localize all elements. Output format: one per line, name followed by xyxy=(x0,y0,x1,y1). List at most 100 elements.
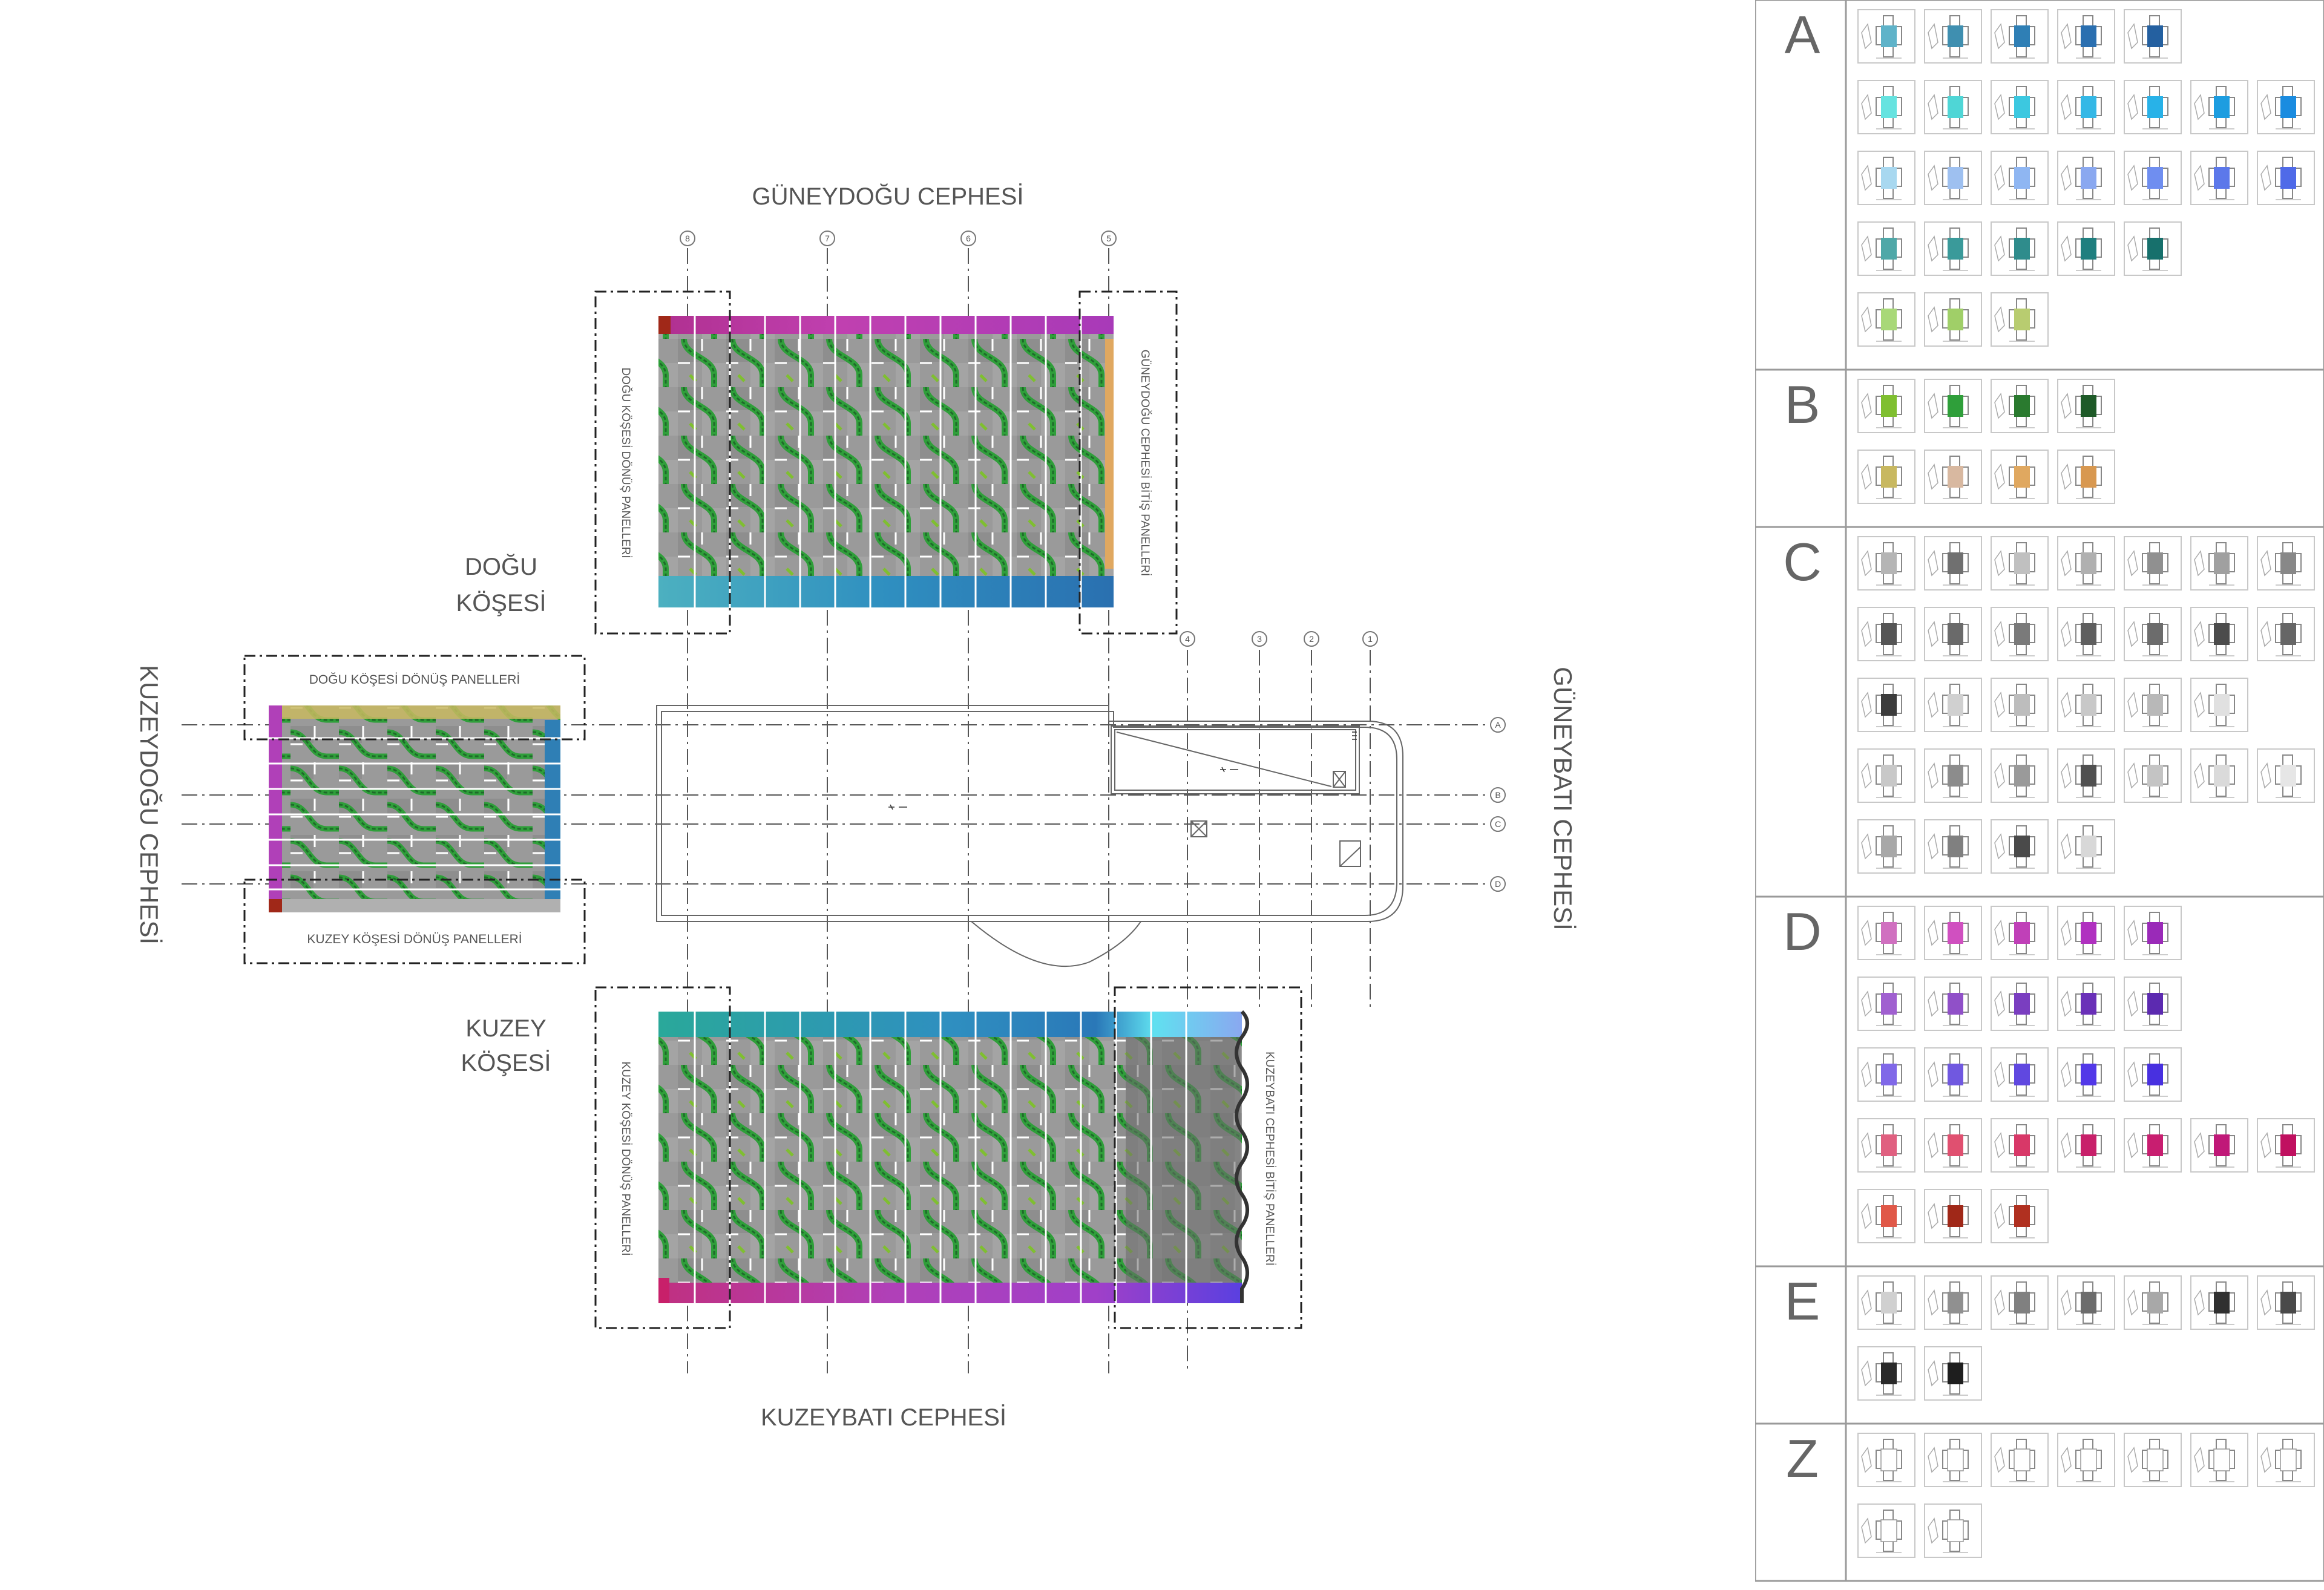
legend-panel-card xyxy=(2124,221,2182,276)
legend-panel-card xyxy=(2057,977,2115,1031)
legend-panel-swatch xyxy=(2280,765,2296,787)
legend-panel-card xyxy=(2124,1118,2182,1173)
legend-panel-card xyxy=(2057,748,2115,803)
legend-panel-swatch xyxy=(1948,623,1963,645)
legend-panel-swatch xyxy=(1881,466,1897,488)
legend-panel-swatch xyxy=(2214,1134,2230,1156)
legend-panel-swatch xyxy=(2080,1448,2097,1471)
legend-panel-swatch xyxy=(2081,395,2096,417)
legend-panel-card xyxy=(2057,80,2115,134)
legend-panel-swatch xyxy=(2147,1448,2164,1471)
east-corner-return-panels-label-horizontal: DOĞU KÖŞESİ DÖNÜŞ PANELLERİ xyxy=(309,673,520,687)
legend-panel-card xyxy=(1924,536,1982,591)
legend-panel-swatch xyxy=(2014,993,2030,1015)
row-label-a: A xyxy=(1495,720,1501,730)
legend-panel-swatch xyxy=(1881,309,1897,330)
legend-panel-card xyxy=(2257,1118,2315,1173)
legend-panel-swatch xyxy=(2147,96,2163,118)
legend-panel-card xyxy=(1857,906,1915,960)
legend-panel-card xyxy=(1991,748,2049,803)
legend-group-z: Z xyxy=(1755,1422,2324,1582)
legend-panel-swatch xyxy=(1948,466,1963,488)
legend-panel-swatch xyxy=(2014,466,2030,488)
legend-panel-swatch xyxy=(2147,765,2163,787)
legend-panel-card xyxy=(1924,906,1982,960)
legend-panel-card xyxy=(2257,536,2315,591)
column-label-2: 2 xyxy=(1309,634,1314,644)
legend-group-e: E xyxy=(1755,1265,2324,1425)
column-label-1: 1 xyxy=(1368,634,1373,644)
legend-panel-card xyxy=(1857,221,1915,276)
legend-panel-swatch xyxy=(2081,96,2096,118)
legend-group-d: D xyxy=(1755,895,2324,1268)
legend-group-c: C xyxy=(1755,526,2324,898)
legend-panel-swatch xyxy=(2214,552,2230,574)
legend-panel-card xyxy=(1924,221,1982,276)
legend-panel-card xyxy=(2257,151,2315,205)
legend-panel-swatch xyxy=(1948,1205,1963,1227)
legend-panel-card xyxy=(2190,536,2248,591)
legend-panel-swatch xyxy=(2147,993,2163,1015)
legend-panel-card xyxy=(1924,819,1982,874)
plan-annotation-marks xyxy=(888,731,1357,810)
legend-panel-swatch xyxy=(2081,1134,2096,1156)
legend-panel-card xyxy=(1924,292,1982,347)
legend-panel-swatch xyxy=(2147,1134,2163,1156)
east-corner-title-line1: DOĞU xyxy=(465,553,537,580)
legend-panel-card xyxy=(1924,1189,1982,1243)
legend-panel-card xyxy=(1857,1503,1915,1558)
legend-panel-swatch xyxy=(2147,694,2163,716)
legend-panel-card xyxy=(2057,9,2115,64)
legend-panel-swatch xyxy=(2147,552,2163,574)
legend-panel-swatch xyxy=(2213,1448,2230,1471)
legend-panel-card xyxy=(1857,819,1915,874)
legend-panel-swatch xyxy=(1948,765,1963,787)
legend-panel-swatch xyxy=(2214,623,2230,645)
legend-panel-card xyxy=(1991,151,2049,205)
legend-panel-card xyxy=(2057,819,2115,874)
legend-panel-swatch xyxy=(2014,1205,2030,1227)
legend-panel-swatch xyxy=(2214,96,2230,118)
legend-panel-swatch xyxy=(2081,623,2096,645)
row-label-b: B xyxy=(1495,790,1500,800)
legend-panel-swatch xyxy=(1948,1064,1963,1085)
legend-panel-card xyxy=(1924,1275,1982,1330)
legend-panel-card xyxy=(1857,1346,1915,1401)
legend-panel-card xyxy=(2124,607,2182,661)
east-corner-return-panels-label: DOĞU KÖŞESİ DÖNÜŞ PANELLERİ xyxy=(619,367,632,558)
legend-panel-swatch xyxy=(2014,922,2030,944)
legend-panel-swatch xyxy=(1948,238,1963,260)
legend-panel-card xyxy=(2257,1275,2315,1330)
legend-panel-card xyxy=(2057,151,2115,205)
legend-panel-card xyxy=(2057,1275,2115,1330)
legend-panel-card xyxy=(2057,1118,2115,1173)
legend-panel-card xyxy=(1924,450,1982,504)
legend-panel-swatch xyxy=(1881,922,1897,944)
legend-panel-card xyxy=(1924,1047,1982,1102)
legend-panel-card xyxy=(1991,607,2049,661)
legend-panel-swatch xyxy=(2014,694,2030,716)
legend-panel-card xyxy=(2057,450,2115,504)
southeast-end-panels-label: GÜNEYDOĞU CEPHESİ BİTİŞ PANELLERİ xyxy=(1138,350,1152,576)
legend-panel-card xyxy=(1924,379,1982,433)
legend-panel-swatch xyxy=(2147,25,2163,47)
legend-panel-swatch xyxy=(2147,1064,2163,1085)
legend-panel-swatch xyxy=(2280,552,2296,574)
legend-panel-swatch xyxy=(1881,765,1897,787)
legend-panel-swatch xyxy=(2280,1292,2296,1314)
legend-panel-swatch xyxy=(2014,309,2030,330)
legend-panel-card xyxy=(2190,748,2248,803)
legend-panel-swatch xyxy=(1881,25,1897,47)
legend-panel-swatch xyxy=(2214,1292,2230,1314)
legend-panel-card xyxy=(1991,977,2049,1031)
legend-panel-card xyxy=(2257,748,2315,803)
legend-panel-card xyxy=(2124,748,2182,803)
legend-panel-swatch xyxy=(2081,836,2096,857)
legend-panel-card xyxy=(1857,607,1915,661)
legend-panel-swatch xyxy=(1881,1134,1897,1156)
northeast-facade-title: KUZEYDOĞU CEPHESİ xyxy=(135,665,163,944)
legend-panel-card xyxy=(1857,1047,1915,1102)
legend-panel-card xyxy=(2124,9,2182,64)
legend-panel-swatch xyxy=(1947,1448,1964,1471)
legend-panel-card xyxy=(1857,678,1915,732)
